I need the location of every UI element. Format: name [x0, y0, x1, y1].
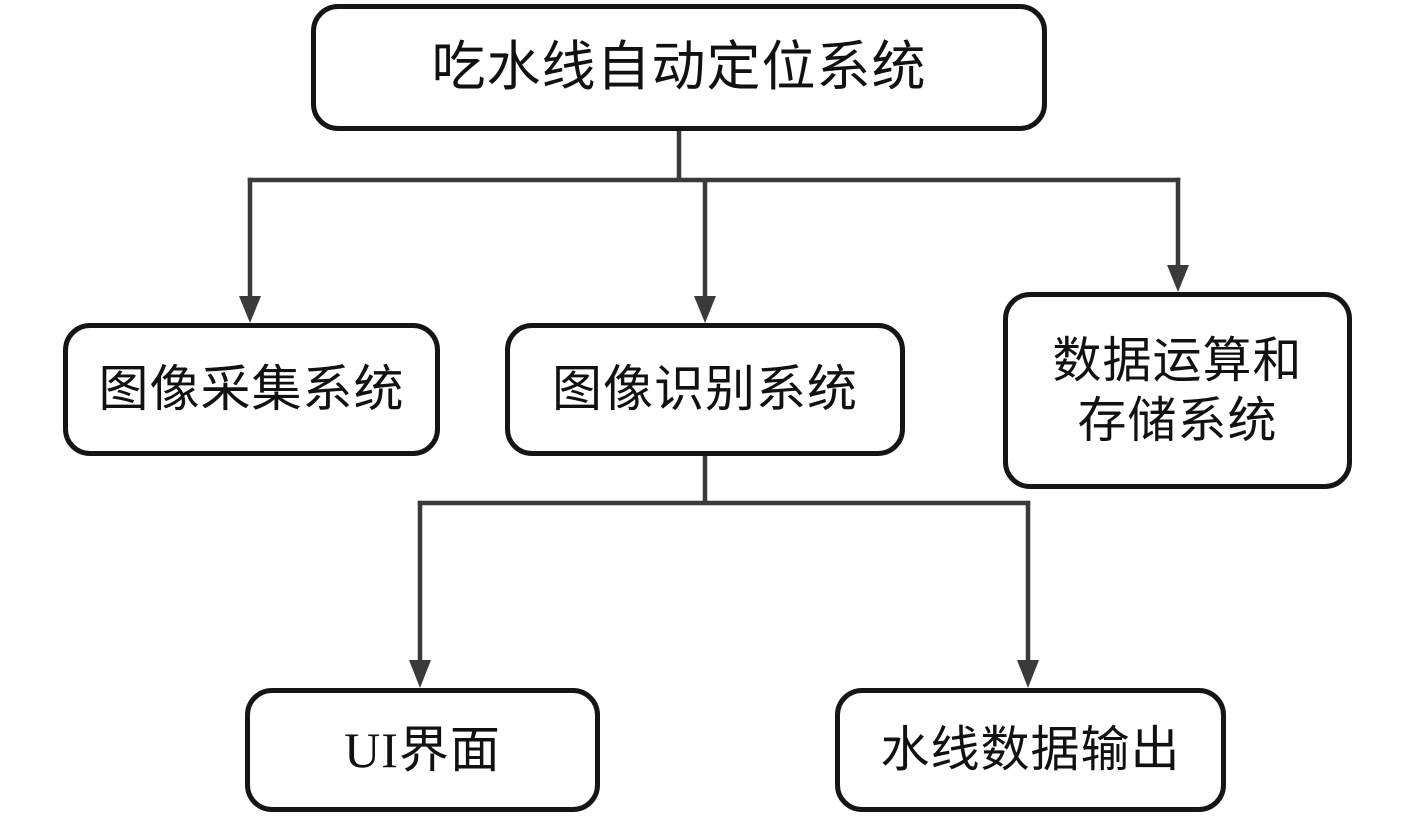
node-data-computation-storage-label: 数据运算和 存储系统 — [1052, 332, 1303, 448]
node-waterline-data-output-label: 水线数据输出 — [880, 722, 1181, 778]
node-image-recognition-label: 图像识别系统 — [552, 361, 858, 417]
arrowhead-recognition-icon — [694, 296, 716, 323]
node-ui-interface: UI界面 — [245, 688, 600, 812]
arrowhead-storage-icon — [1167, 265, 1189, 292]
arrowhead-capture-icon — [239, 296, 261, 323]
node-root-system: 吃水线自动定位系统 — [311, 4, 1047, 131]
arrowhead-output-icon — [1017, 660, 1039, 688]
node-ui-interface-label: UI界面 — [344, 721, 501, 778]
arrowhead-ui-icon — [409, 660, 431, 688]
node-root-label: 吃水线自动定位系统 — [431, 36, 927, 97]
node-image-recognition-system: 图像识别系统 — [505, 323, 905, 456]
node-image-capture-system: 图像采集系统 — [63, 323, 440, 456]
node-waterline-data-output: 水线数据输出 — [835, 688, 1226, 812]
node-data-computation-storage-system: 数据运算和 存储系统 — [1003, 292, 1352, 489]
node-image-capture-label: 图像采集系统 — [98, 361, 405, 417]
